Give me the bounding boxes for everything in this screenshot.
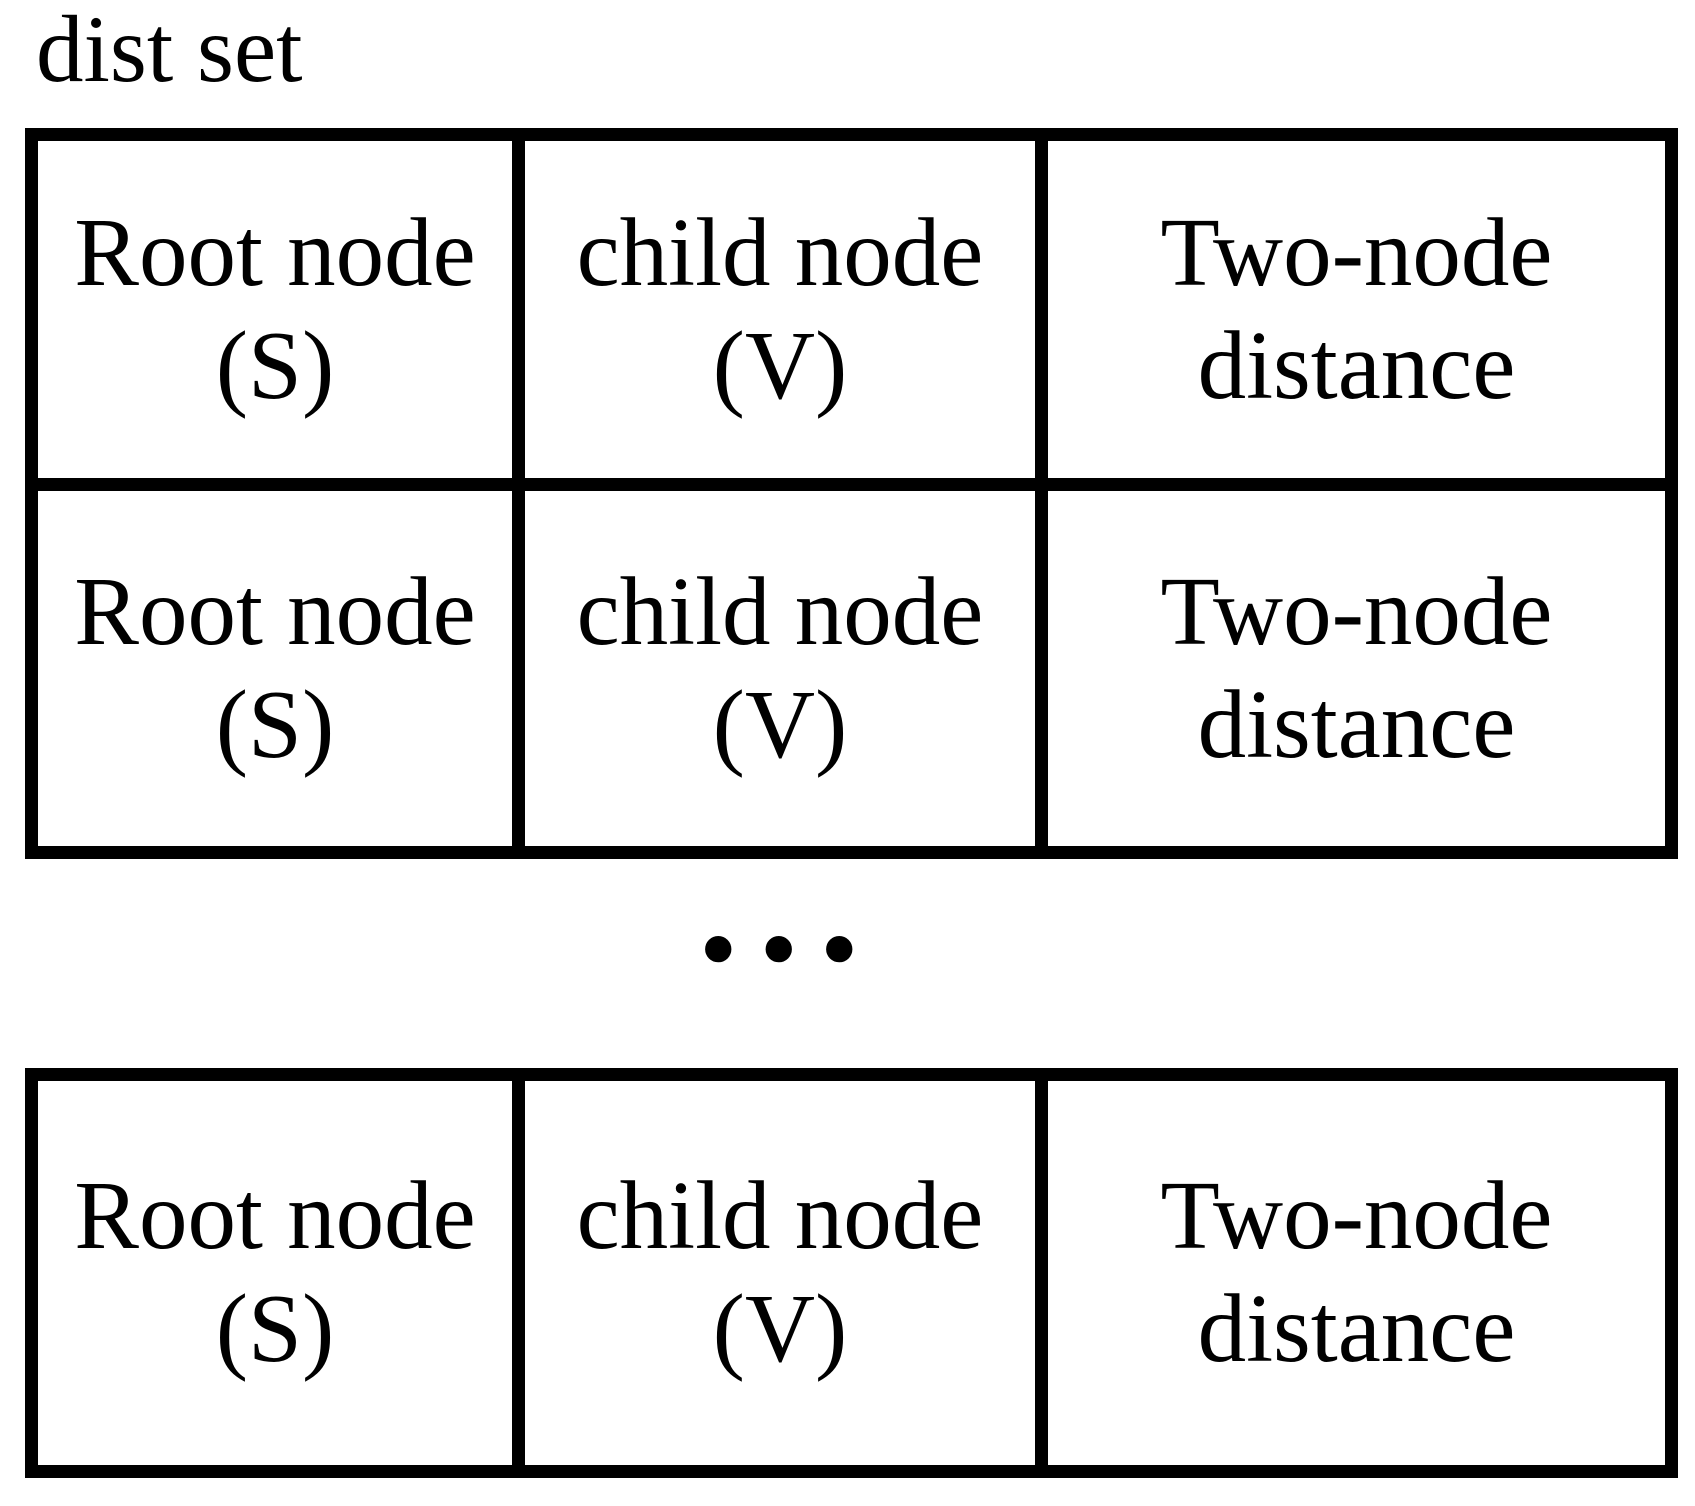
cell-line2: (V) [712, 670, 848, 778]
continuation-ellipsis: ... [698, 817, 880, 996]
cell-line1: child node [576, 1162, 984, 1270]
cell-line1: child node [576, 198, 984, 306]
cell-line1: child node [576, 557, 984, 665]
dist-set-table-bottom: Root node (S) child node (V) Two-node di… [25, 1068, 1678, 1478]
table-row: Root node (S) child node (V) Two-node di… [25, 478, 1678, 859]
cell-child-node: child node (V) [512, 128, 1048, 491]
cell-root-node: Root node (S) [25, 1068, 525, 1478]
figure-title: dist set [36, 0, 303, 102]
table-row: Root node (S) child node (V) Two-node di… [25, 1068, 1678, 1478]
cell-child-node: child node (V) [512, 478, 1048, 859]
cell-root-node: Root node (S) [25, 478, 525, 859]
cell-line1: Root node [74, 1162, 476, 1270]
dist-set-table-top: Root node (S) child node (V) Two-node di… [25, 128, 1678, 859]
cell-line2: (V) [712, 311, 848, 419]
cell-line1: Two-node [1160, 198, 1553, 306]
cell-line1: Root node [74, 198, 476, 306]
table-row: Root node (S) child node (V) Two-node di… [25, 128, 1678, 491]
cell-line1: Two-node [1160, 1162, 1553, 1270]
cell-root-node: Root node (S) [25, 128, 525, 491]
cell-line2: (V) [712, 1275, 848, 1382]
cell-two-node-distance: Two-node distance [1035, 128, 1678, 491]
cell-two-node-distance: Two-node distance [1035, 1068, 1678, 1478]
cell-line2: distance [1197, 311, 1516, 419]
cell-line2: (S) [215, 311, 335, 419]
cell-line1: Root node [74, 557, 476, 665]
cell-line2: (S) [215, 1275, 335, 1382]
cell-two-node-distance: Two-node distance [1035, 478, 1678, 859]
cell-line2: distance [1197, 1275, 1516, 1382]
cell-line1: Two-node [1160, 557, 1553, 665]
cell-line2: distance [1197, 670, 1516, 778]
cell-child-node: child node (V) [512, 1068, 1048, 1478]
cell-line2: (S) [215, 670, 335, 778]
